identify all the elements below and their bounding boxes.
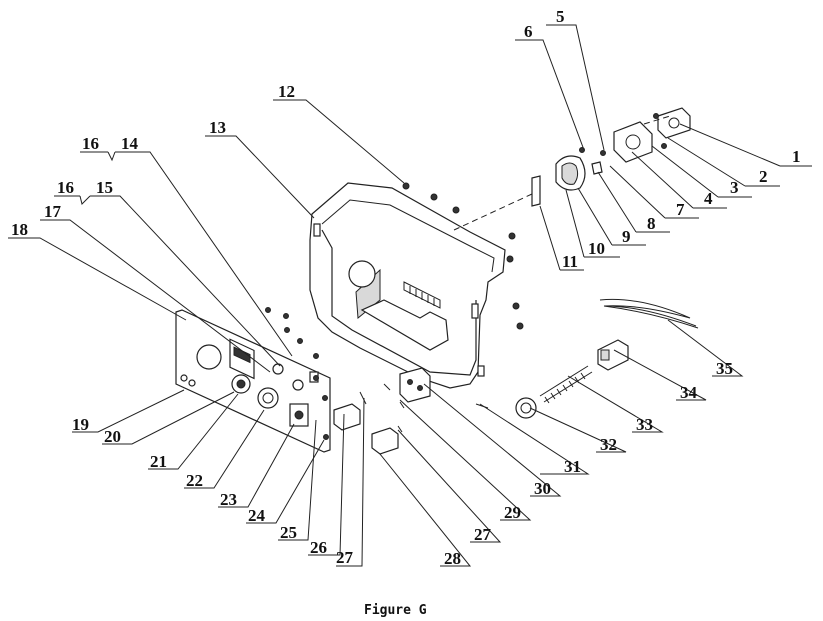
frame-screws	[402, 182, 524, 330]
leader-lines	[8, 24, 812, 567]
label-22: 22	[186, 471, 203, 490]
label-16-upper: 16	[82, 134, 99, 153]
label-19: 19	[72, 415, 89, 434]
label-27-right: 27	[474, 525, 492, 544]
label-27-left: 27	[336, 548, 354, 567]
label-15: 15	[96, 178, 113, 197]
label-20: 20	[104, 427, 121, 446]
label-31: 31	[564, 457, 581, 476]
label-6: 6	[524, 22, 533, 41]
label-11: 11	[562, 252, 578, 271]
axis-centerline	[453, 193, 533, 231]
cable-parts	[515, 298, 699, 419]
label-8: 8	[647, 214, 656, 233]
control-panel	[175, 309, 331, 453]
label-25: 25	[280, 523, 297, 542]
label-17: 17	[44, 202, 62, 221]
label-29: 29	[504, 503, 521, 522]
rotor-assembly	[531, 107, 691, 207]
label-32: 32	[600, 435, 617, 454]
label-7: 7	[676, 200, 685, 219]
label-4: 4	[704, 189, 713, 208]
label-24: 24	[248, 506, 266, 525]
label-35: 35	[716, 359, 733, 378]
label-34: 34	[680, 383, 698, 402]
label-2: 2	[759, 167, 768, 186]
label-9: 9	[622, 227, 631, 246]
main-frame	[309, 182, 506, 389]
label-14: 14	[121, 134, 139, 153]
label-30: 30	[534, 479, 551, 498]
label-21: 21	[150, 452, 167, 471]
label-10: 10	[588, 239, 605, 258]
label-28: 28	[444, 549, 461, 568]
label-3: 3	[730, 178, 739, 197]
label-18: 18	[11, 220, 28, 239]
label-23: 23	[220, 490, 237, 509]
small-parts	[333, 367, 489, 455]
part-labels: 1 2 3 4 5 6 7 8 9 10 11 12 13 14 15 16 1…	[11, 7, 801, 568]
panel-screws	[265, 307, 329, 440]
label-26: 26	[310, 538, 327, 557]
label-16-lower: 16	[57, 178, 74, 197]
label-13: 13	[209, 118, 226, 137]
label-5: 5	[556, 7, 565, 26]
label-1: 1	[792, 147, 801, 166]
label-33: 33	[636, 415, 653, 434]
label-12: 12	[278, 82, 295, 101]
figure-caption: Figure G	[364, 603, 427, 618]
